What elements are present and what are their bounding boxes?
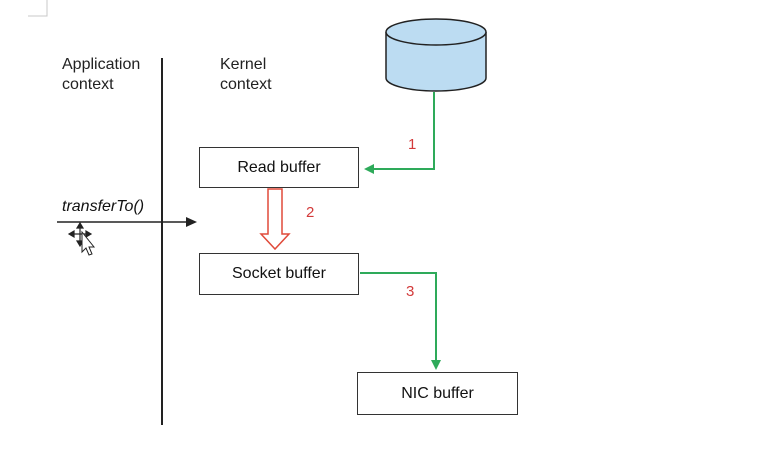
disk-cylinder-icon: [385, 18, 487, 92]
window-corner: [28, 0, 48, 17]
kernel-context-line1: Kernel: [220, 56, 267, 73]
nic-buffer-label: NIC buffer: [401, 384, 474, 402]
copy-arrow-read-to-socket: [259, 188, 291, 251]
kernel-context-line2: context: [220, 76, 272, 93]
application-context-line2: context: [62, 76, 114, 93]
step-2-label: 2: [306, 204, 315, 221]
read-buffer-box: Read buffer: [199, 147, 359, 188]
step-3-label: 3: [406, 283, 415, 300]
application-context-label: Application context: [62, 55, 140, 95]
socket-buffer-box: Socket buffer: [199, 253, 359, 295]
flow-line-disk-to-read: [372, 92, 435, 170]
read-buffer-label: Read buffer: [237, 158, 321, 176]
step-1-label: 1: [408, 136, 417, 153]
flow-arrowhead-nic: [431, 360, 441, 370]
flow-line-socket-to-nic: [360, 272, 437, 362]
move-cursor-icon: [67, 221, 96, 256]
socket-buffer-label: Socket buffer: [232, 265, 326, 282]
flow-arrowhead-read: [364, 164, 374, 174]
application-context-line1: Application: [62, 56, 141, 73]
kernel-context-label: Kernel context: [220, 55, 272, 95]
nic-buffer-box: NIC buffer: [357, 372, 518, 415]
transfer-arrow-head: [186, 217, 197, 227]
transfer-to-label: transferTo(): [62, 198, 145, 215]
